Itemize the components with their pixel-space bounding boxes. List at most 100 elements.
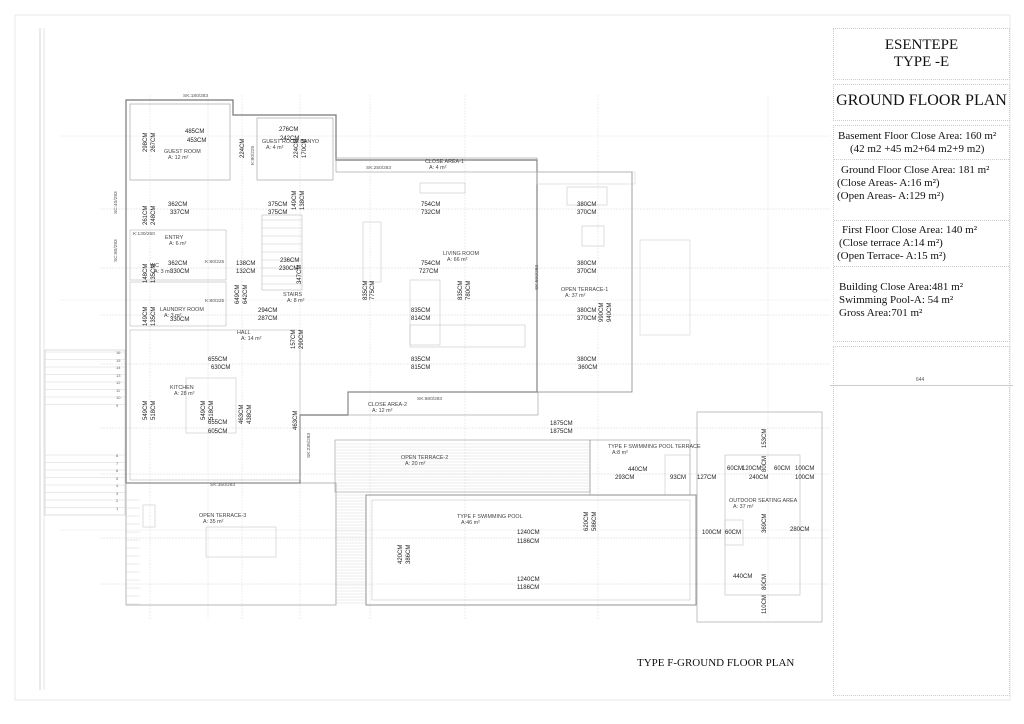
kitchen-wall xyxy=(129,329,301,481)
first-close-line: (Close terrace A:14 m²) xyxy=(839,237,943,249)
dimension-label: 370CM xyxy=(577,210,597,216)
dimension-label: 298CM xyxy=(143,132,149,152)
dimension-label: 1186CM xyxy=(517,585,540,591)
dimension-label: 60CM xyxy=(774,466,791,472)
dimension-label: 380CM xyxy=(577,308,597,314)
dimension-label: 815CM xyxy=(411,365,431,371)
dimension-label: 630CM xyxy=(211,365,231,371)
room-area: A: 14 m² xyxy=(241,336,262,342)
dimension-label: 224CM xyxy=(240,138,246,158)
dimension-label: 780CM xyxy=(466,280,472,300)
opening-tag: SK:250/283 xyxy=(366,166,392,171)
dimension-label: 732CM xyxy=(421,210,441,216)
dimension-label: 330CM xyxy=(170,317,190,323)
dimension-label: 80CM xyxy=(762,455,768,472)
dimension-label: 230CM xyxy=(279,266,299,272)
dimension-label: 148CM xyxy=(143,263,149,283)
dimension-label: 518CM xyxy=(151,400,157,420)
building-close-area: Building Close Area:481 m² xyxy=(839,281,963,293)
room-area: A: 20 m² xyxy=(405,461,426,467)
dimension-label: 586CM xyxy=(592,511,598,531)
stair-step-number: 3 xyxy=(116,490,119,496)
dining-table-terrace xyxy=(205,526,277,558)
dimension-label: 362CM xyxy=(168,261,188,267)
scale-mark: 644 xyxy=(916,377,925,383)
project-title: ESENTEPE xyxy=(884,37,959,53)
dimension-label: 293CM xyxy=(615,475,635,481)
dimension-label: 248CM xyxy=(151,205,157,225)
swimming-pool-outline xyxy=(365,494,697,606)
dimension-label: 549CM xyxy=(143,400,149,420)
room-area: A: 37 m² xyxy=(565,293,586,299)
dimension-label: 380CM xyxy=(577,202,597,208)
room-name: GUEST ROOM BANYO xyxy=(262,139,320,145)
dimension-label: 438CM xyxy=(247,404,253,424)
open-terrace-2-outline xyxy=(334,439,591,493)
dimension-label: 127CM xyxy=(697,475,717,481)
room-name: WC xyxy=(150,263,159,269)
room-area: A: 8 m² xyxy=(287,298,305,304)
stair-step-number: 14 xyxy=(116,365,121,370)
dimension-label: 153CM xyxy=(762,428,768,448)
room-name: OPEN TERRACE-2 xyxy=(401,455,449,461)
room-name: LAUNDRY ROOM xyxy=(160,307,204,313)
dimension-label: 290CM xyxy=(299,329,305,349)
dimension-label: 132CM xyxy=(236,269,256,275)
dimension-label: 149CM xyxy=(143,306,149,326)
dimension-label: 100CM xyxy=(795,466,815,472)
dimension-label: 835CM xyxy=(411,357,431,363)
dimension-label: 380CM xyxy=(577,261,597,267)
dimension-label: 549CM xyxy=(201,400,207,420)
side-structure xyxy=(639,239,691,336)
sheet-frame xyxy=(14,14,1011,701)
opening-tag: SC:40/283 xyxy=(114,191,119,214)
basement-breakdown: (42 m2 +45 m2+64 m2+9 m2) xyxy=(850,143,985,155)
dimension-label: 940CM xyxy=(607,302,613,322)
terrace-ledge xyxy=(536,171,636,185)
dimension-label: 100CM xyxy=(702,530,722,536)
close-area-2-wall xyxy=(347,391,539,416)
tv-unit xyxy=(419,182,466,194)
dimension-label: 280CM xyxy=(790,527,810,533)
dimension-label: 369CM xyxy=(762,513,768,533)
open-terrace-3-outline xyxy=(125,482,337,606)
laundry-wall xyxy=(129,281,227,327)
dimension-label: 463CM xyxy=(293,410,299,430)
swimming-pool-area: Swimming Pool-A: 54 m² xyxy=(839,294,954,306)
room-area: A: 4 m² xyxy=(266,145,284,151)
room-name: HALL xyxy=(237,330,251,336)
stair-step-number: 16 xyxy=(116,350,121,355)
sofa xyxy=(409,279,441,346)
totals-area: Building Close Area:481 m² Swimming Pool… xyxy=(839,281,963,320)
wc-wall xyxy=(129,229,227,281)
dimension-label: 261CM xyxy=(143,205,149,225)
stairs-outline xyxy=(261,214,303,291)
guest-room-wall xyxy=(129,103,231,181)
ground-line: Ground Floor Close Area: 181 m² xyxy=(841,164,990,176)
outdoor-seating-outline xyxy=(696,411,823,623)
opening-tag: K:80/225 xyxy=(205,299,225,304)
dimension-label: 754CM xyxy=(421,202,441,208)
room-area: A: 28 m² xyxy=(174,391,195,397)
dimension-label: 100CM xyxy=(795,475,815,481)
dimension-label: 1240CM xyxy=(517,530,540,536)
terrace-table xyxy=(581,225,605,247)
dimension-label: 775CM xyxy=(370,280,376,300)
room-name: OPEN TERRACE-3 xyxy=(199,513,247,519)
gross-area: Gross Area:701 m² xyxy=(839,307,923,319)
dimension-label: 110CM xyxy=(762,595,768,614)
dimension-label: 370CM xyxy=(577,316,597,322)
room-name: STAIRS xyxy=(283,292,303,298)
basement-area: Basement Floor Close Area: 160 m² (42 m2… xyxy=(838,130,996,156)
stair-step-number: 8 xyxy=(116,453,119,458)
opening-tag: SC:80/283 xyxy=(114,239,119,262)
dimension-label: 347CM xyxy=(297,264,303,284)
dimension-label: 605CM xyxy=(208,429,228,435)
scale-block: 644 xyxy=(830,346,1013,696)
dimension-label: 386CM xyxy=(406,544,412,564)
dimension-label: 60CM xyxy=(725,530,742,536)
opening-tag: SK:590/283 xyxy=(535,264,540,290)
room-area: A: 6 m² xyxy=(169,241,187,247)
